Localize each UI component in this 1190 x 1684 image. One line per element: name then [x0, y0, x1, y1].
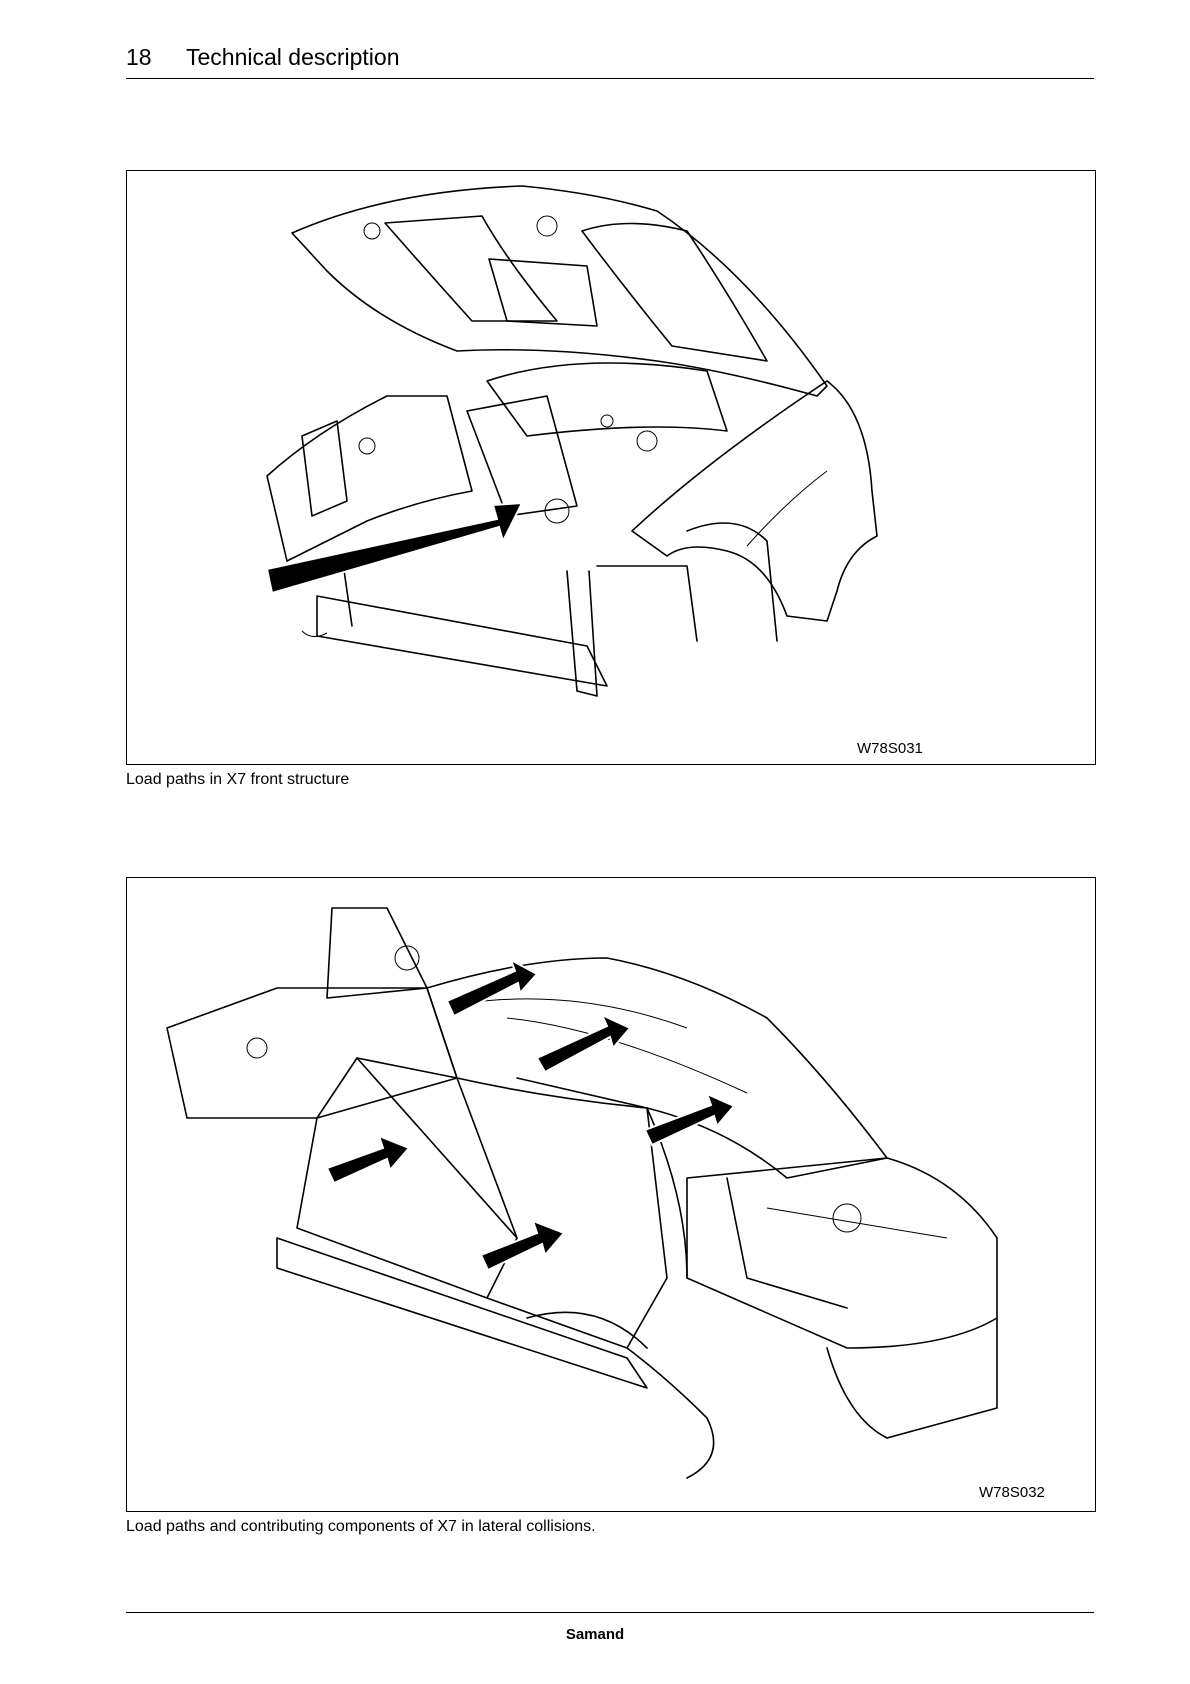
figure-id-label: W78S032 [979, 1484, 1045, 1501]
front-structure-illustration [127, 171, 1095, 764]
page-header: 18 Technical description [126, 44, 1094, 80]
figure-lateral-structure: W78S032 [126, 877, 1096, 1512]
footer-divider [126, 1612, 1094, 1613]
figure-caption: Load paths in X7 front structure [126, 771, 349, 789]
figure-front-structure: W78S031 [126, 170, 1096, 765]
page-title: Technical description [186, 44, 400, 71]
lateral-structure-illustration [127, 878, 1095, 1511]
page-number: 18 [126, 44, 152, 71]
figure-id-label: W78S031 [857, 740, 923, 757]
footer-brand: Samand [0, 1626, 1190, 1643]
figure-caption: Load paths and contributing components o… [126, 1518, 596, 1536]
header-divider [126, 78, 1094, 79]
